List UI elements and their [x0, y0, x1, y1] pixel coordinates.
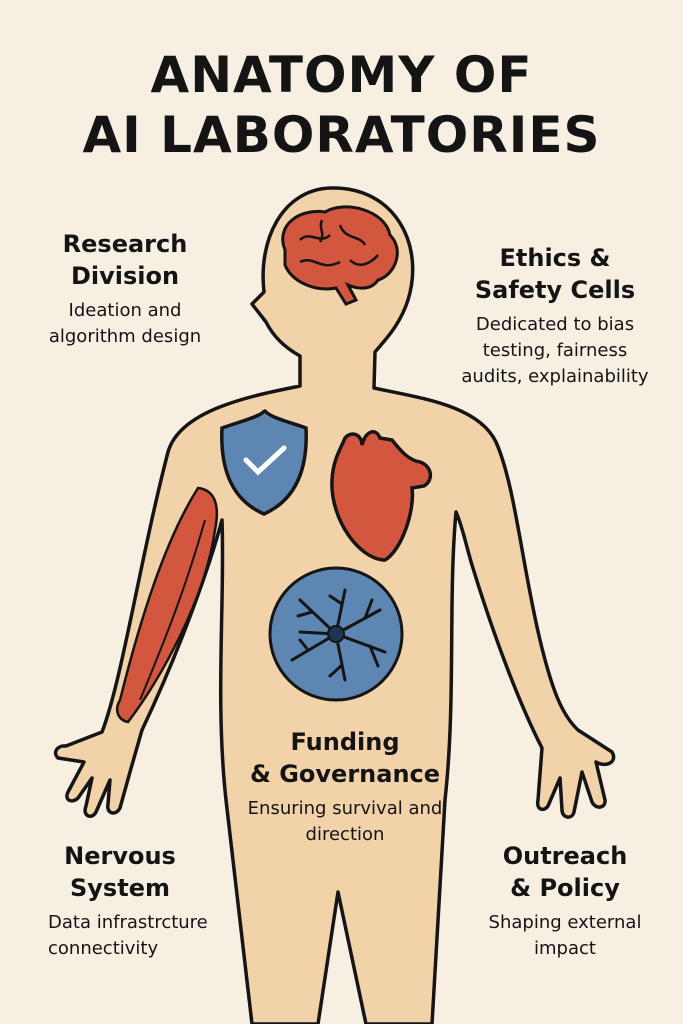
- shield-icon: [220, 408, 308, 516]
- section-title: System: [70, 874, 170, 902]
- checkmark-icon: [243, 445, 287, 476]
- heart-icon: [330, 430, 433, 562]
- brain-icon: [281, 205, 399, 306]
- section-title: & Governance: [249, 760, 441, 788]
- page-title-line1: ANATOMY OF: [150, 46, 533, 104]
- section-title: Funding: [290, 728, 400, 756]
- section-title: & Policy: [510, 874, 620, 902]
- arm-muscle-icon: [116, 486, 219, 724]
- neural-network-icon: [268, 566, 404, 702]
- section-title: Ethics &: [499, 244, 611, 272]
- section-title: Safety Cells: [474, 276, 636, 304]
- section-title: Outreach: [502, 842, 628, 870]
- section-title: Research: [62, 230, 188, 258]
- section-title: Division: [70, 262, 180, 290]
- funding-governance-label: Funding & Governance Ensuring survival a…: [235, 726, 455, 848]
- page-title-line2: AI LABORATORIES: [82, 106, 601, 164]
- section-title: Nervous: [64, 842, 176, 870]
